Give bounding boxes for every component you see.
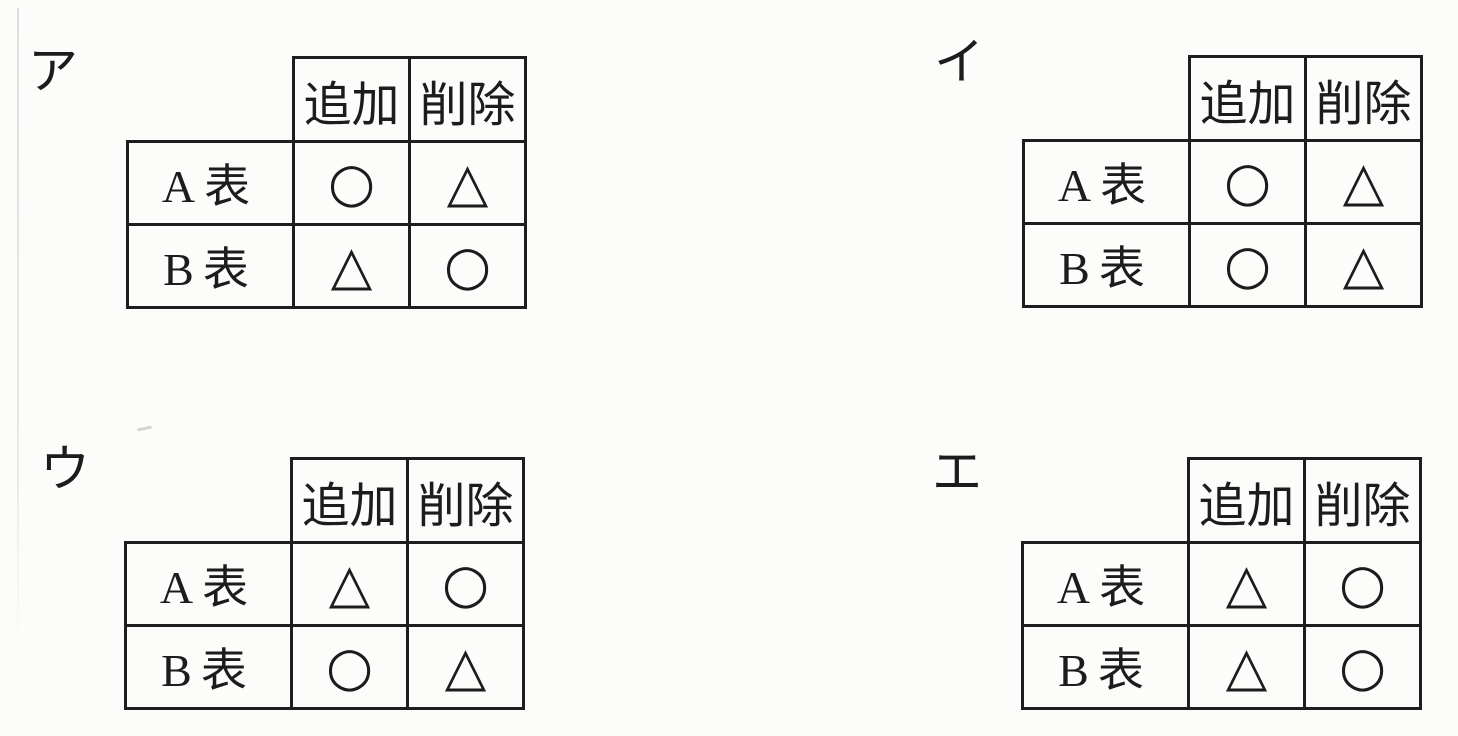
symbol-cell: ○: [1188, 222, 1307, 308]
symbol-cell: ○: [408, 223, 527, 309]
table-row: B表 △ ○: [1021, 624, 1422, 710]
add-column-header: 追加: [290, 457, 409, 544]
corner-spacer-cell: [126, 459, 292, 543]
table-row: B表 ○ △: [1022, 222, 1423, 308]
symbol-cell: ○: [1188, 139, 1307, 225]
symbol-cell: ○: [290, 624, 409, 710]
table-row: B表 △ ○: [126, 223, 527, 309]
symbol-cell: △: [1304, 139, 1423, 225]
delete-column-header: 削除: [408, 56, 527, 143]
table-row: A表 △ ○: [124, 541, 525, 627]
scan-artifact-speck: [136, 425, 153, 432]
row-header-table-a: A表: [124, 541, 293, 627]
table-row: A表 ○ △: [1022, 139, 1423, 225]
delete-column-header: 削除: [1304, 55, 1423, 142]
add-column-header: 追加: [1188, 55, 1307, 142]
corner-spacer-cell: [1024, 57, 1190, 141]
symbol-cell: △: [408, 140, 527, 226]
symbol-cell: △: [406, 624, 525, 710]
option-u-label: ウ: [40, 441, 90, 497]
add-column-header: 追加: [1187, 457, 1306, 544]
option-e-table: 追加 削除 A表 △ ○ B表 △ ○: [1021, 457, 1422, 710]
row-header-table-b: B表: [124, 624, 293, 710]
table-header-row: 追加 削除: [1024, 55, 1423, 142]
symbol-cell: △: [1187, 624, 1306, 710]
row-header-table-b: B表: [126, 223, 295, 309]
table-header-row: 追加 削除: [128, 56, 527, 143]
symbol-cell: △: [1304, 222, 1423, 308]
symbol-cell: △: [290, 541, 409, 627]
option-e-label: エ: [932, 444, 982, 500]
table-header-row: 追加 削除: [1023, 457, 1422, 544]
symbol-cell: ○: [292, 140, 411, 226]
symbol-cell: ○: [1303, 624, 1422, 710]
corner-spacer-cell: [128, 58, 294, 142]
symbol-cell: △: [292, 223, 411, 309]
option-u-table: 追加 削除 A表 △ ○ B表 ○ △: [124, 457, 525, 710]
row-header-table-a: A表: [126, 140, 295, 226]
symbol-cell: ○: [1303, 541, 1422, 627]
add-column-header: 追加: [292, 56, 411, 143]
table-row: A表 △ ○: [1021, 541, 1422, 627]
delete-column-header: 削除: [406, 457, 525, 544]
table-row: A表 ○ △: [126, 140, 527, 226]
table-header-row: 追加 削除: [126, 457, 525, 544]
option-a-label: ア: [28, 43, 78, 99]
row-header-table-b: B表: [1022, 222, 1191, 308]
scan-artifact-line: [17, 8, 19, 653]
corner-spacer-cell: [1023, 459, 1189, 543]
symbol-cell: △: [1187, 541, 1306, 627]
option-i-label: イ: [934, 34, 984, 90]
option-a-table: 追加 削除 A表 ○ △ B表 △ ○: [126, 56, 527, 309]
row-header-table-b: B表: [1021, 624, 1190, 710]
symbol-cell: ○: [406, 541, 525, 627]
row-header-table-a: A表: [1022, 139, 1191, 225]
delete-column-header: 削除: [1303, 457, 1422, 544]
row-header-table-a: A表: [1021, 541, 1190, 627]
table-row: B表 ○ △: [124, 624, 525, 710]
option-i-table: 追加 削除 A表 ○ △ B表 ○ △: [1022, 55, 1423, 308]
